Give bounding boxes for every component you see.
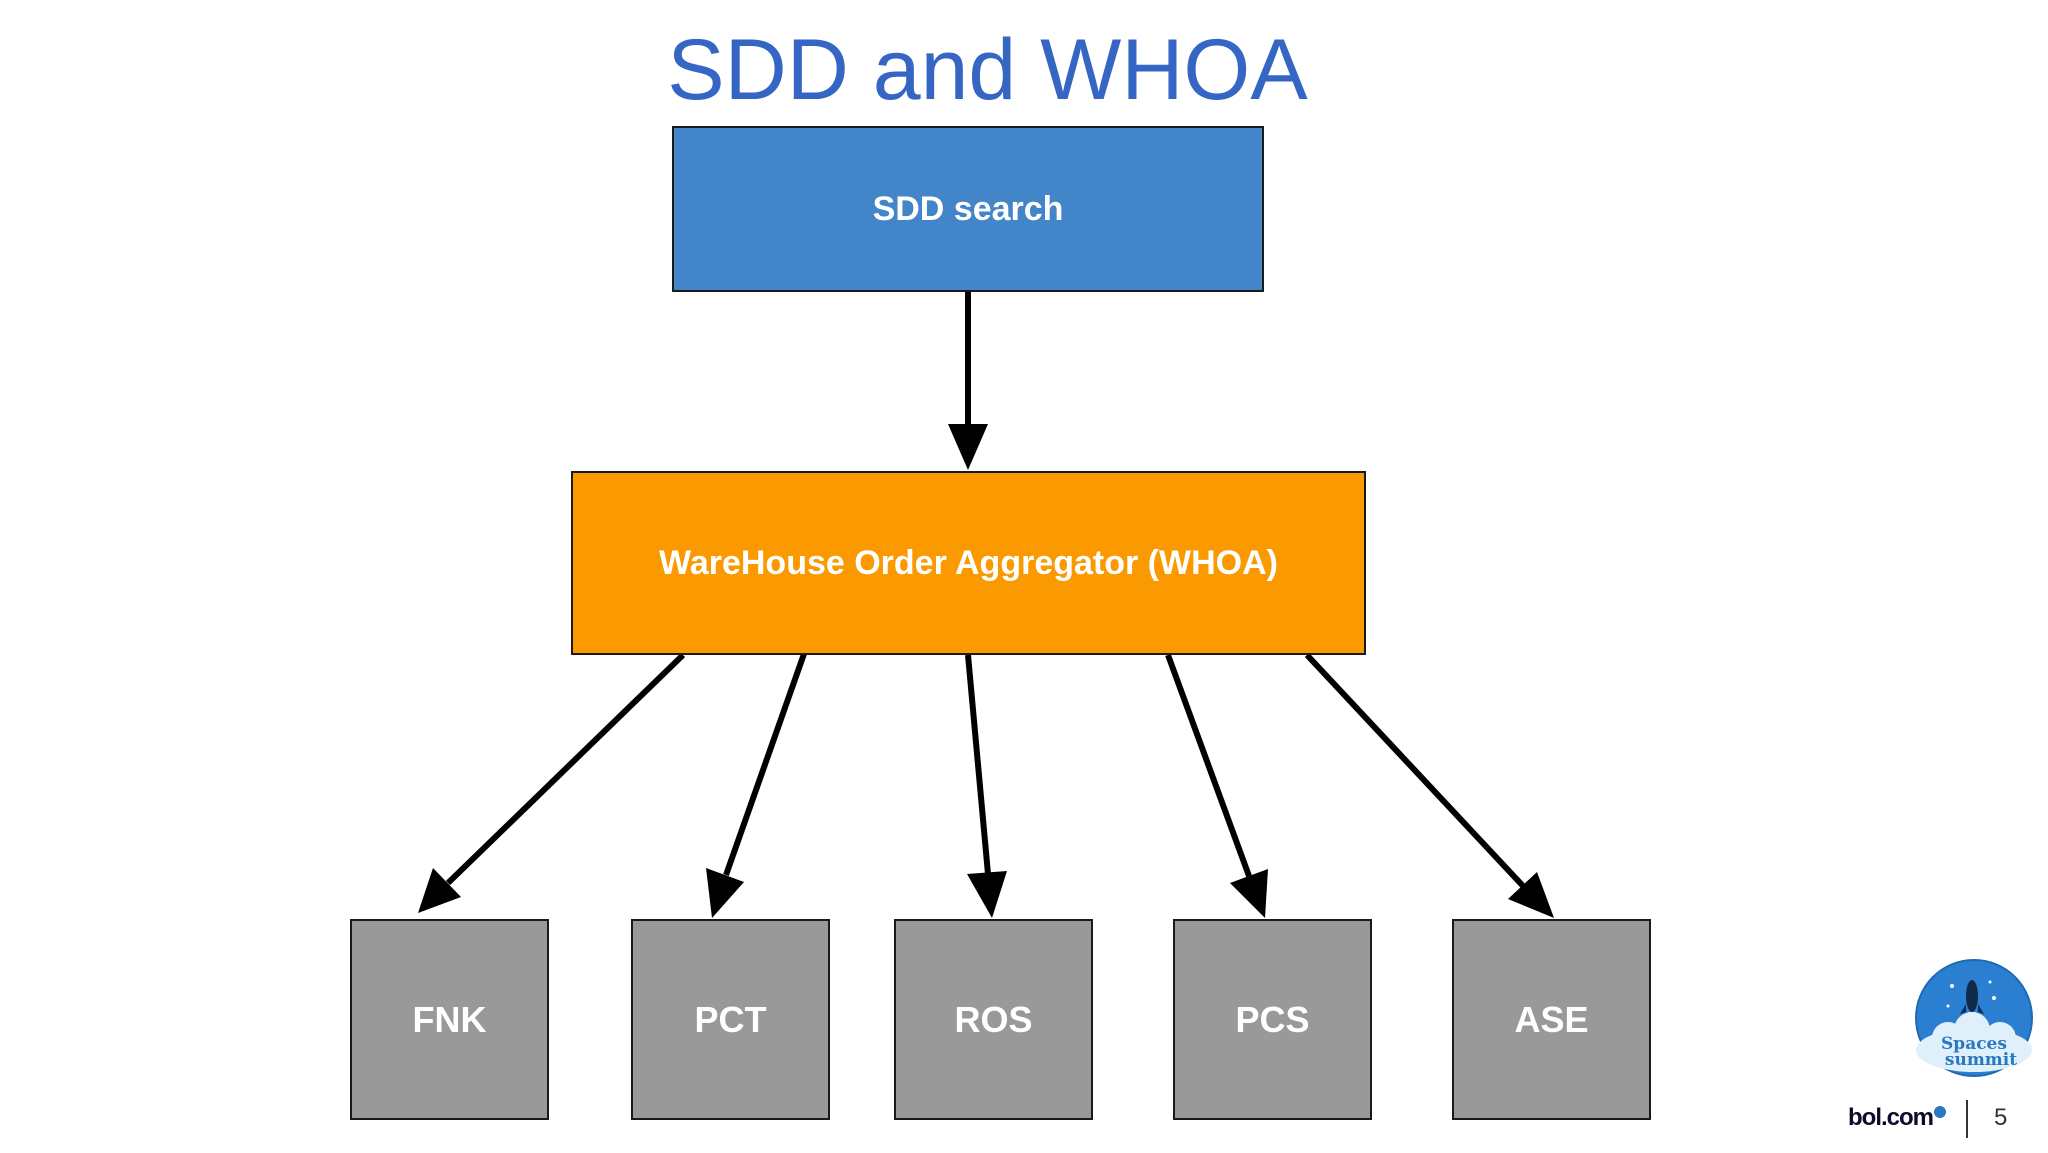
slide-title: SDD and WHOA (667, 22, 1308, 118)
star-icon (1946, 980, 1996, 1008)
fnk-node: FNK (350, 919, 549, 1120)
page-number: 5 (1994, 1104, 2008, 1131)
badge-line1: Spaces (1941, 1034, 2007, 1054)
pct-node: PCT (631, 919, 830, 1120)
arrow-whoa-to-ase (1304, 652, 1554, 918)
brand-logo: bol.com (1848, 1104, 1947, 1132)
brand-name: bol.com (1848, 1104, 1934, 1131)
cloud-icon (1916, 1012, 2032, 1072)
footer-divider (1966, 1100, 1968, 1138)
arrow-whoa-to-pct (706, 650, 808, 918)
arrow-whoa-to-ros (965, 654, 1007, 918)
arrow-whoa-to-fnk (418, 652, 686, 913)
ros-node: ROS (894, 919, 1093, 1120)
globe-icon (1934, 1106, 1947, 1118)
pcs-node: PCS (1173, 919, 1372, 1120)
sdd-search-node: SDD search (672, 126, 1264, 292)
ase-node: ASE (1452, 919, 1651, 1120)
badge-line2: summit (1944, 1050, 2018, 1070)
arrow-whoa-to-pcs (1165, 653, 1268, 918)
whoa-node: WareHouse Order Aggregator (WHOA) (571, 471, 1366, 655)
arrow-sdd-to-whoa (948, 292, 988, 470)
spaces-summit-logo: Spaces summit (1912, 958, 2036, 1082)
